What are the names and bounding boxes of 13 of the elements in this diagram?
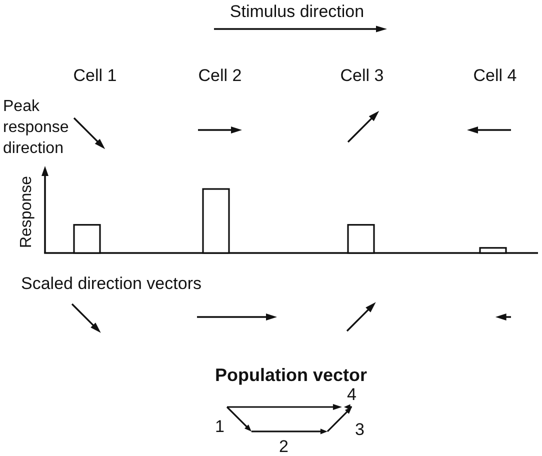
row-label: Scaled direction vectors bbox=[21, 274, 202, 294]
callout-number: 1 bbox=[215, 418, 224, 435]
column-heading: Cell 4 bbox=[473, 66, 517, 86]
column-heading: Cell 2 bbox=[198, 66, 242, 86]
column-heading: Cell 3 bbox=[340, 66, 384, 86]
callout-number: 2 bbox=[279, 438, 288, 455]
axis-title: Response bbox=[18, 176, 36, 248]
row-label: Peak response direction bbox=[3, 97, 69, 159]
callout-number: 3 bbox=[355, 421, 364, 438]
callout-number: 4 bbox=[347, 386, 356, 403]
section-heading: Population vector bbox=[215, 365, 367, 386]
column-heading: Cell 1 bbox=[73, 66, 117, 86]
arrow-caption: Stimulus direction bbox=[230, 2, 364, 22]
